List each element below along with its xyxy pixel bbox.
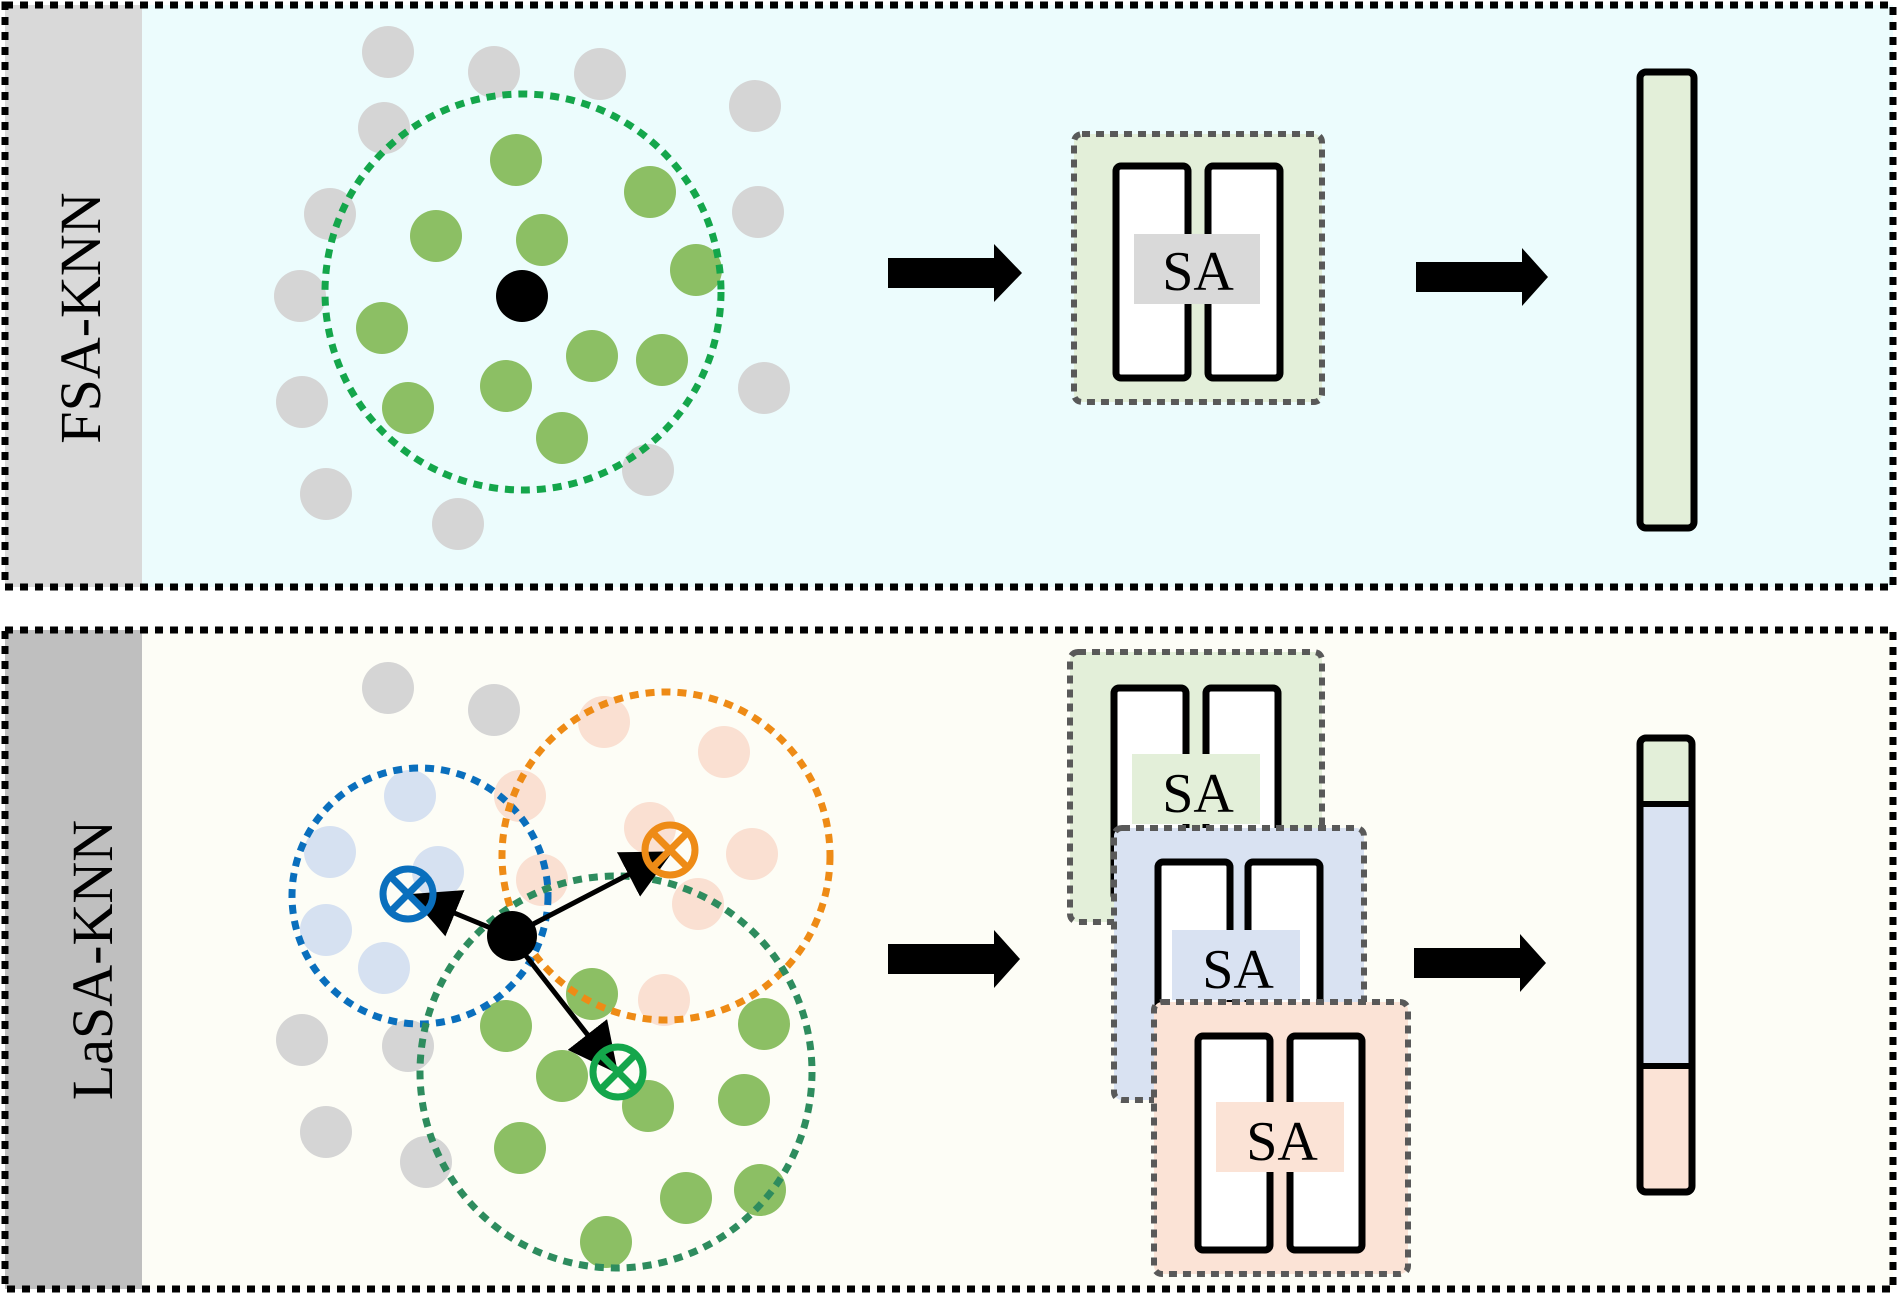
- right-arrow-icon: [888, 930, 1020, 988]
- top-panel: FSA-KNN: [1, 1, 1897, 591]
- green-point: [624, 166, 676, 218]
- green-point: [356, 302, 408, 354]
- green-point: [480, 360, 532, 412]
- sa-label: SA: [1162, 241, 1234, 303]
- green-point: [636, 334, 688, 386]
- arrow-to-green-center: [510, 936, 619, 1074]
- query-point-icon: [487, 911, 537, 961]
- gray-point: [432, 498, 484, 550]
- output-segment-blue: [1640, 804, 1692, 1066]
- right-arrow-icon: [1414, 934, 1546, 992]
- sa-label: SA: [1246, 1111, 1318, 1173]
- top-gray-points: [274, 26, 790, 550]
- green-range-dashed-circle: [416, 872, 816, 1272]
- right-arrow-icon: [888, 244, 1022, 302]
- green-point: [494, 1122, 546, 1174]
- green-point: [382, 382, 434, 434]
- green-point: [734, 1164, 786, 1216]
- green-point: [660, 1172, 712, 1224]
- gray-point: [574, 48, 626, 100]
- gray-point: [729, 80, 781, 132]
- sa-label-background: [1134, 234, 1260, 304]
- green-point: [410, 210, 462, 262]
- output-feature-bar: [1636, 68, 1698, 532]
- green-center-circled-times-icon: [589, 1043, 647, 1101]
- green-point: [580, 1216, 632, 1268]
- orange-center-circled-times-icon: [641, 821, 699, 879]
- gray-point: [276, 1014, 328, 1066]
- orange-range-dashed-circle: [498, 688, 834, 1024]
- bottom-panel-label: LaSA-KNN: [60, 820, 125, 1100]
- gray-point: [300, 468, 352, 520]
- green-point: [536, 412, 588, 464]
- orange-point: [698, 726, 750, 778]
- gray-point: [738, 362, 790, 414]
- orange-point: [726, 828, 778, 880]
- green-point: [490, 134, 542, 186]
- top-panel-sidebar: [5, 5, 142, 587]
- bottom-panel: LaSA-KNN: [1, 626, 1897, 1293]
- output-segment-green: [1640, 738, 1692, 804]
- top-green-points: [356, 134, 722, 464]
- gray-point: [304, 188, 356, 240]
- green-point: [566, 330, 618, 382]
- sa-label-background: [1172, 930, 1300, 1000]
- gray-point: [468, 46, 520, 98]
- sa-label: SA: [1162, 763, 1234, 825]
- green-point: [480, 1000, 532, 1052]
- orange-point: [638, 974, 690, 1026]
- blue-point: [304, 826, 356, 878]
- gray-point: [274, 270, 326, 322]
- gray-point: [622, 444, 674, 496]
- green-point: [670, 244, 722, 296]
- knn-range-dashed-circle: [321, 90, 725, 494]
- sa-label-background: [1216, 1102, 1344, 1172]
- arrow-to-orange-center: [512, 851, 673, 937]
- blue-range-dashed-circle: [288, 764, 552, 1028]
- sa-label: SA: [1202, 939, 1274, 1001]
- bottom-panel-sidebar: [5, 630, 142, 1289]
- blue-point: [358, 942, 410, 994]
- blue-center-circled-times-icon: [379, 865, 437, 923]
- sa-label-background: [1132, 754, 1260, 824]
- sa-block: SA: [1071, 131, 1325, 405]
- blue-point: [384, 770, 436, 822]
- green-point: [516, 214, 568, 266]
- gray-point: [358, 102, 410, 154]
- bottom-blue-points: [300, 770, 464, 994]
- blue-point: [300, 904, 352, 956]
- gray-point: [732, 186, 784, 238]
- output-bar-outline: [1636, 734, 1696, 1196]
- gray-point: [362, 662, 414, 714]
- right-arrow-icon: [1416, 248, 1548, 306]
- query-point-icon: [496, 270, 548, 322]
- sa-block-orange: SA: [1151, 999, 1411, 1277]
- output-segment-orange: [1640, 1066, 1692, 1192]
- gray-point: [276, 376, 328, 428]
- gray-point: [362, 26, 414, 78]
- green-point: [738, 998, 790, 1050]
- top-panel-label: FSA-KNN: [48, 192, 113, 443]
- output-concat-feature-bar: [1636, 734, 1696, 1196]
- gray-point: [300, 1106, 352, 1158]
- green-point: [718, 1074, 770, 1126]
- bottom-green-points: [480, 968, 790, 1268]
- gray-point: [468, 684, 520, 736]
- green-point: [536, 1050, 588, 1102]
- blue-point: [412, 846, 464, 898]
- top-panel-frame: [1, 1, 1897, 591]
